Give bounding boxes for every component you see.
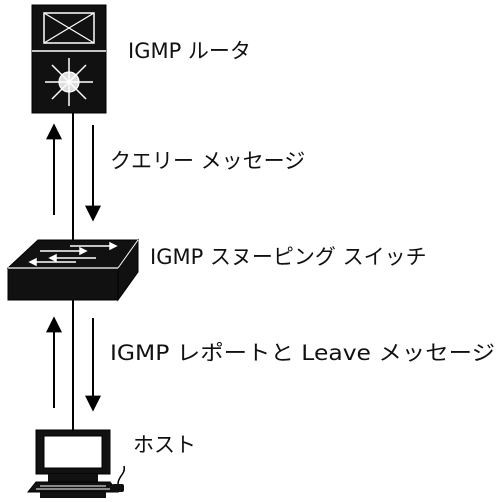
host-computer-icon xyxy=(26,429,126,498)
snooping-switch-label: IGMP スヌーピング スイッチ xyxy=(150,245,427,269)
host-label: ホスト xyxy=(133,433,196,457)
router-label: IGMP ルータ xyxy=(128,39,251,63)
switch-icon xyxy=(6,238,139,302)
report-leave-label: IGMP レポートと Leave メッセージ xyxy=(110,341,495,365)
query-message-label: クエリー メッセージ xyxy=(110,149,305,173)
router-icon xyxy=(31,4,107,114)
